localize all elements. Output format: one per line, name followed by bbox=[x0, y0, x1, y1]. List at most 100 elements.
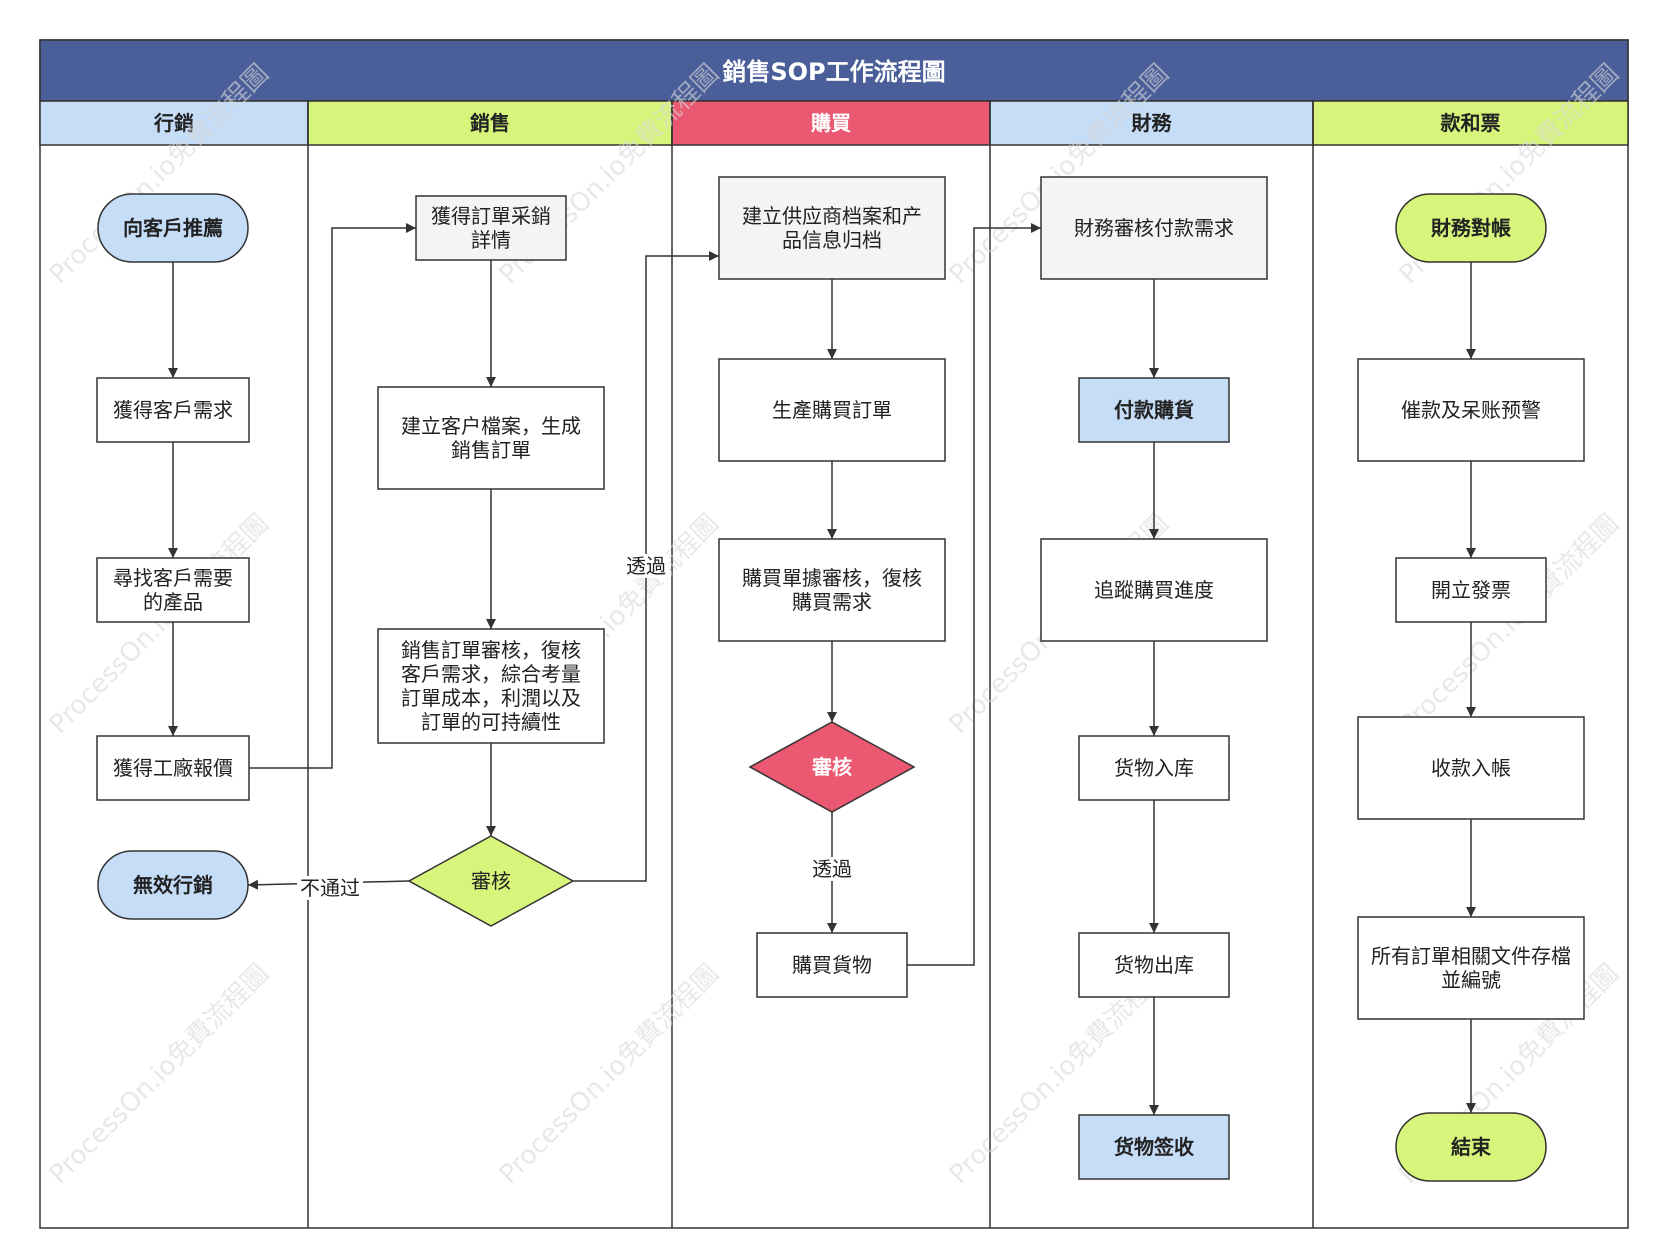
node-label: 購買需求 bbox=[792, 590, 872, 614]
node-m2-rect: 獲得客戶需求 bbox=[96, 377, 250, 443]
process-box bbox=[718, 358, 946, 462]
process-box bbox=[718, 176, 946, 280]
node-label: 結束 bbox=[1451, 1135, 1492, 1159]
node-f5-rect: 货物出库 bbox=[1078, 932, 1230, 998]
node-b3-rect: 開立發票 bbox=[1395, 557, 1547, 623]
decision-diamond bbox=[748, 721, 916, 813]
process-box bbox=[1078, 735, 1230, 801]
node-label: 建立供应商档案和产 bbox=[742, 204, 922, 228]
edge-m4-to-s1 bbox=[249, 223, 416, 769]
lane-header bbox=[307, 100, 673, 146]
terminal-shape bbox=[1395, 193, 1547, 263]
node-label: 生產購買訂單 bbox=[772, 398, 892, 422]
node-label: 付款購貨 bbox=[1114, 398, 1194, 422]
node-b4-rect: 收款入帳 bbox=[1357, 716, 1585, 820]
node-label: 建立客户檔案，生成 bbox=[401, 414, 581, 438]
process-box bbox=[1078, 1114, 1230, 1180]
node-label: 銷售訂單審核，復核 bbox=[401, 638, 581, 662]
process-box bbox=[415, 195, 567, 261]
terminal-shape bbox=[97, 850, 249, 920]
node-b6-terminal: 結束 bbox=[1395, 1112, 1547, 1182]
lane-header-label: 款和票 bbox=[1441, 111, 1501, 135]
process-box bbox=[1040, 176, 1268, 280]
process-box bbox=[1357, 358, 1585, 462]
node-label: 的產品 bbox=[143, 590, 203, 614]
node-label: 所有訂單相關文件存檔 bbox=[1371, 944, 1571, 968]
node-f1-rect: 財務審核付款需求 bbox=[1040, 176, 1268, 280]
node-label: 追蹤購買進度 bbox=[1094, 578, 1214, 602]
process-box bbox=[96, 735, 250, 801]
process-box bbox=[1395, 557, 1547, 623]
node-label: 購買單據審核，復核 bbox=[742, 566, 922, 590]
node-b2-rect: 催款及呆账预警 bbox=[1357, 358, 1585, 462]
title-bar bbox=[39, 39, 1629, 102]
lane-header-label: 行銷 bbox=[153, 111, 194, 135]
edge-label: 透過 bbox=[626, 554, 666, 578]
process-box bbox=[718, 538, 946, 642]
node-label: 詳情 bbox=[471, 228, 511, 252]
process-box bbox=[1040, 538, 1268, 642]
node-label: 尋找客戶需要 bbox=[113, 566, 233, 590]
node-p2-rect: 生產購買訂單 bbox=[718, 358, 946, 462]
node-label: 無效行銷 bbox=[133, 873, 213, 897]
lane-header-label: 銷售 bbox=[470, 111, 510, 135]
node-m1-terminal: 向客戶推薦 bbox=[97, 193, 249, 263]
node-label: 收款入帳 bbox=[1431, 756, 1511, 780]
process-box bbox=[1078, 377, 1230, 443]
lane-header bbox=[1312, 100, 1629, 146]
node-b1-terminal: 財務對帳 bbox=[1395, 193, 1547, 263]
node-label: 財務對帳 bbox=[1431, 216, 1511, 240]
node-s4-diamond: 審核 bbox=[407, 835, 575, 927]
node-label: 審核 bbox=[811, 755, 852, 779]
lane-header-label: 購買 bbox=[811, 111, 851, 135]
process-box bbox=[756, 932, 908, 998]
node-label: 货物签收 bbox=[1114, 1135, 1194, 1159]
node-label: 獲得工廠報價 bbox=[113, 756, 233, 780]
process-box bbox=[1078, 932, 1230, 998]
decision-diamond bbox=[407, 835, 575, 927]
node-f6-rect: 货物签收 bbox=[1078, 1114, 1230, 1180]
node-label: 货物出库 bbox=[1114, 953, 1194, 977]
node-label: 財務審核付款需求 bbox=[1074, 216, 1234, 240]
edge-p5-to-f1 bbox=[907, 223, 1041, 966]
node-label: 訂單的可持續性 bbox=[421, 710, 561, 734]
node-label: 催款及呆账预警 bbox=[1401, 398, 1541, 422]
terminal-shape bbox=[97, 193, 249, 263]
node-label: 獲得訂單采銷 bbox=[431, 204, 551, 228]
lane-header-label: 財務 bbox=[1132, 111, 1173, 135]
node-label: 客戶需求，綜合考量 bbox=[401, 662, 581, 686]
node-label: 銷售訂單 bbox=[451, 438, 531, 462]
node-label: 獲得客戶需求 bbox=[113, 398, 233, 422]
edge-label: 透過 bbox=[812, 857, 852, 881]
node-f2-rect: 付款購貨 bbox=[1078, 377, 1230, 443]
edge-label-bg bbox=[623, 554, 669, 578]
node-m4-rect: 獲得工廠報價 bbox=[96, 735, 250, 801]
node-label: 品信息归档 bbox=[782, 228, 882, 252]
process-box bbox=[96, 377, 250, 443]
node-label: 並編號 bbox=[1441, 968, 1501, 992]
terminal-shape bbox=[1395, 1112, 1547, 1182]
node-p5-rect: 購買貨物 bbox=[756, 932, 908, 998]
node-p4-diamond: 審核 bbox=[748, 721, 916, 813]
node-label: 訂單成本，利潤以及 bbox=[401, 686, 581, 710]
process-box bbox=[377, 628, 605, 744]
node-m5-terminal: 無效行銷 bbox=[97, 850, 249, 920]
process-box bbox=[1357, 916, 1585, 1020]
node-label: 開立發票 bbox=[1431, 578, 1511, 602]
node-f3-rect: 追蹤購買進度 bbox=[1040, 538, 1268, 642]
node-label: 货物入库 bbox=[1114, 756, 1194, 780]
node-label: 向客戶推薦 bbox=[123, 216, 223, 240]
edge-label-bg bbox=[809, 857, 855, 881]
lane-header bbox=[39, 100, 309, 146]
diagram-title: 銷售SOP工作流程圖 bbox=[722, 58, 945, 86]
process-box bbox=[1357, 716, 1585, 820]
edge-label: 不通过 bbox=[300, 876, 360, 900]
node-label: 購買貨物 bbox=[792, 953, 872, 977]
